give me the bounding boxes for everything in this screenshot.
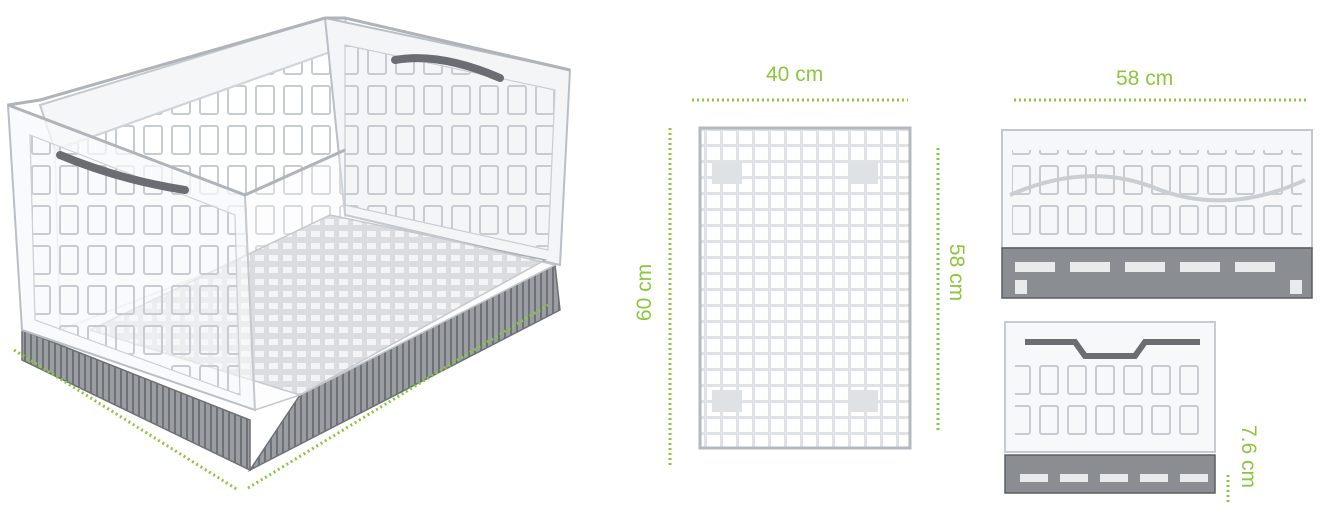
dim-line-iso-length — [247, 303, 549, 490]
isometric-crate — [6, 16, 572, 472]
dimension-top-length-left-label: 60 cm — [633, 263, 657, 322]
dimension-side-width-label: 58 cm — [1116, 67, 1174, 90]
top-view-crate — [698, 126, 912, 450]
dimension-top-length-right-label: 58 cm — [945, 243, 969, 302]
dim-line-iso-width — [13, 348, 239, 492]
dimension-top-width-label: 40 cm — [766, 63, 824, 86]
end-view-crate — [1004, 321, 1216, 494]
side-view-crate — [1001, 129, 1313, 299]
dimension-folded-height-label: 7.6 cm — [1237, 424, 1261, 489]
